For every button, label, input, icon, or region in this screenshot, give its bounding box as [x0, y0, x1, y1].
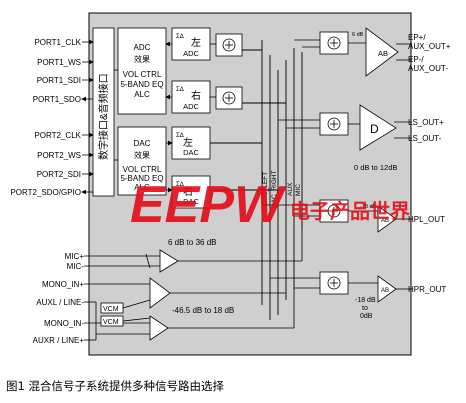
adc-effects-line2: 效果 [134, 54, 150, 64]
dac-left-char: 左 [183, 136, 193, 149]
port1-clk-label: PORT1_CLK [34, 38, 81, 47]
mic-preamp [159, 249, 179, 273]
adc-left-sigma: ΣΔ [176, 34, 184, 40]
adc-right-char: 右 [191, 89, 201, 102]
svg-text:电子产品世界: 电子产品世界 [290, 199, 410, 223]
dac-left-converter: ΣΔ 左 DAC [171, 126, 211, 160]
dac-left-sigma: ΣΔ [176, 133, 184, 139]
port2-sdo-label: PORT2_SDO/GPIO [10, 188, 81, 197]
ep-amp-label: AB [378, 49, 388, 58]
port1-sdi-label: PORT1_SDI [37, 76, 81, 85]
hpr-amp-label: AB [381, 288, 389, 294]
figure-caption: 图1 混合信号子系统提供多种信号路由选择 [6, 379, 224, 393]
dac-left-name: DAC [183, 148, 199, 157]
dac-effects-line3: VOL CTRL [123, 165, 162, 174]
ep-neg-label: EP-/ [408, 55, 424, 64]
ep-mixer [319, 31, 349, 55]
mic-gain-label: 6 dB to 36 dB [168, 238, 216, 247]
adc-right-sigma: ΣΔ [176, 87, 184, 93]
adc-effects-line3: VOL CTRL [123, 70, 162, 79]
bus-label-dac-left: DAC_LEFT [262, 172, 269, 205]
dac-effects-line4: 5-BAND EQ [120, 174, 163, 183]
dac-right-converter: ΣΔ 右 DAC [171, 175, 211, 209]
adc-left-char: 左 [191, 36, 201, 49]
adc-right-name: ADC [183, 102, 199, 111]
hpr-amp [377, 275, 397, 303]
mic-pos-label: MIC+ [65, 252, 85, 261]
dac-right-name: DAC [183, 197, 199, 206]
aux-out-pos-label: AUX_OUT+ [408, 42, 451, 51]
bus-label-dac-right: DAC_RIGHT [271, 170, 278, 208]
mic-neg-label: MIC- [67, 262, 85, 271]
ls-mixer [319, 112, 349, 136]
aux-amp-2 [149, 315, 169, 341]
hpl-amp-label: AB [381, 218, 389, 224]
hpl-mixer [319, 199, 349, 223]
adc-left-name: ADC [183, 49, 199, 58]
port2-clk-label: PORT2_CLK [34, 131, 81, 140]
dac-effects-line2: 效果 [134, 150, 150, 160]
vcm-label-2: VCM [103, 319, 119, 326]
ls-class-d-amp [359, 104, 397, 151]
dac-effects-line1: DAC [134, 139, 151, 148]
port2-ws-label: PORT2_WS [37, 151, 81, 160]
hpr-gain-line2: to [362, 305, 368, 312]
adc-right-mixer [210, 86, 243, 110]
adc-right-converter: ΣΔ 右 ADC [171, 80, 211, 114]
eepw-watermark-logo: EEPW 电子产品世界 [130, 176, 410, 234]
ls-out-pos-label: LS_OUT+ [408, 118, 444, 127]
bus-label-mic: MIC [295, 184, 302, 196]
adc-left-converter: ΣΔ 左 ADC [171, 27, 211, 61]
hpl-amp [377, 205, 397, 233]
hpl-gain-label: -18 dB [360, 204, 377, 210]
vcm-label-1: VCM [103, 306, 119, 313]
ep-gain-label: 6 dB [352, 32, 364, 38]
dac-effects-block [117, 126, 167, 196]
adc-effects-line5: ALC [134, 90, 150, 99]
ls-amp-label: D [370, 122, 379, 136]
auxr-label: AUXR / LINE+ [33, 336, 85, 345]
svg-text:EEPW: EEPW [130, 176, 287, 234]
mono-in-neg-label: MONO_IN- [44, 319, 84, 328]
hpl-out-label: HPL_OUT [408, 215, 445, 224]
bus-label-aux: AUX [287, 182, 294, 196]
aux-gain-label: -46.5 dB to 18 dB [172, 306, 234, 315]
hpr-mixer [319, 271, 349, 295]
digital-interface-label: 数字接口&音频接口 [97, 73, 110, 160]
dac-effects-line5: ALC [134, 183, 150, 192]
port1-ws-label: PORT1_WS [37, 58, 81, 67]
dac-right-char: 右 [183, 185, 193, 198]
auxl-label: AUXL / LINE- [36, 298, 84, 307]
port2-sdi-label: PORT2_SDI [37, 170, 81, 179]
port1-sdo-label: PORT1_SDO [33, 95, 81, 104]
mono-in-pos-label: MONO_IN+ [42, 280, 84, 289]
hpr-out-label: HPR_OUT [408, 285, 446, 294]
adc-effects-line1: ADC [134, 43, 151, 52]
digital-interface-block [92, 27, 115, 197]
aux-amp-1 [149, 277, 171, 309]
ep-pos-label: EP+/ [408, 33, 426, 42]
adc-left-mixer [210, 33, 243, 57]
ep-amp [365, 27, 399, 77]
adc-effects-block [117, 27, 167, 115]
aux-out-neg-label: AUX_OUT- [408, 64, 448, 73]
ls-gain-label: 0 dB to 12dB [354, 163, 397, 172]
ls-out-neg-label: LS_OUT- [408, 134, 442, 143]
adc-effects-line4: 5-BAND EQ [120, 80, 163, 89]
hpr-gain-line3: 0dB [360, 313, 373, 320]
dac-right-sigma: ΣΔ [176, 182, 184, 188]
hpr-gain-line1: -18 dB [355, 297, 376, 304]
